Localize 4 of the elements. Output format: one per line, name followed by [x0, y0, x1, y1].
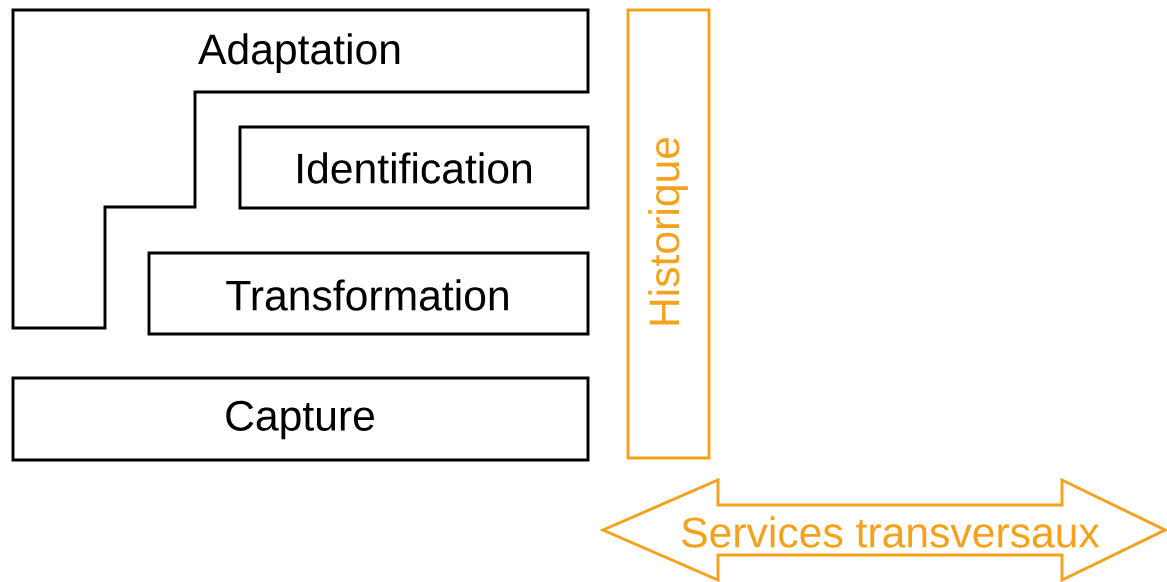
layer-box: Transformation — [147, 251, 590, 336]
layer-box: Capture — [11, 376, 590, 462]
layer-box: Identification — [238, 125, 590, 210]
vertical-box: Historique — [626, 8, 711, 460]
